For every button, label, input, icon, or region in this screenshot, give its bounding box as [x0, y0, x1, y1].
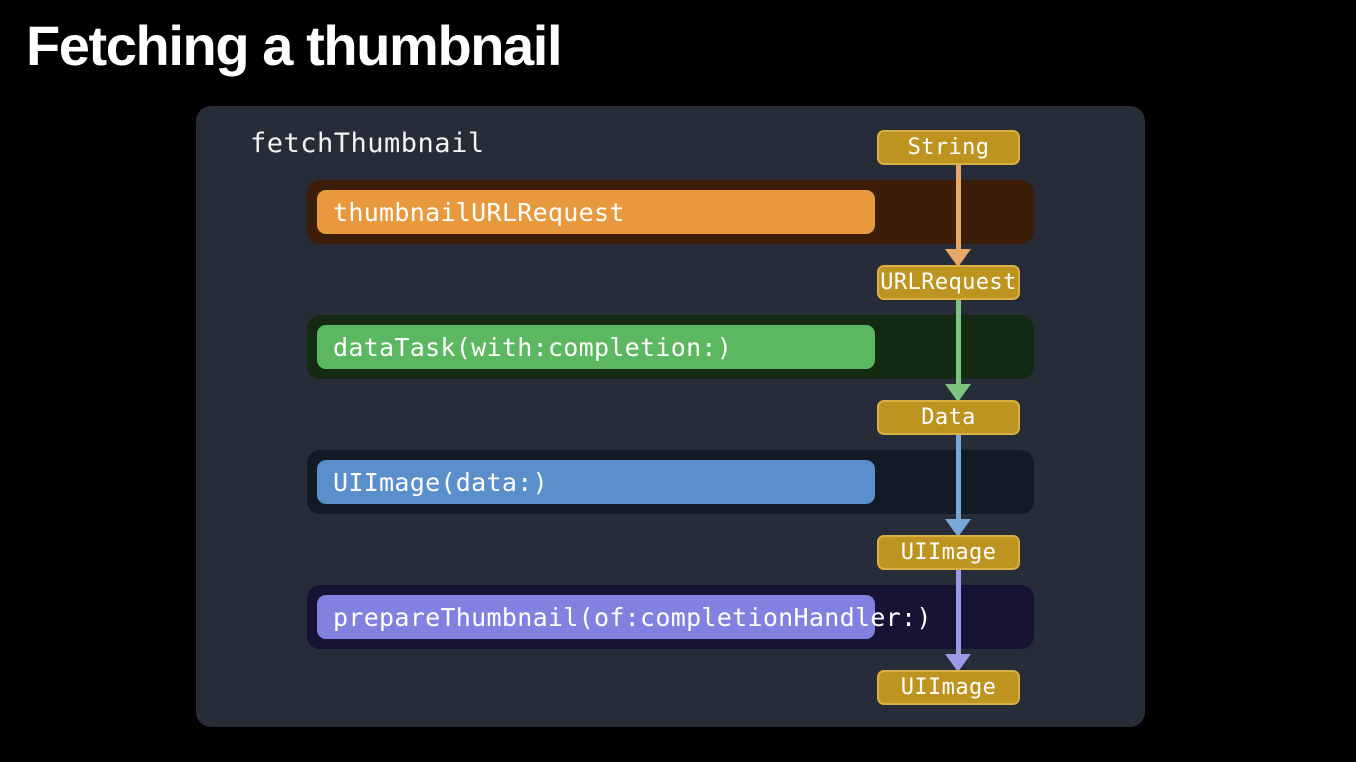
call-row-track-2: UIImage(data:) [307, 450, 1034, 514]
type-chip-uiimage-final[interactable]: UIImage [877, 670, 1020, 705]
call-row-track-0: thumbnailURLRequest [307, 180, 1034, 244]
arrow-stem [955, 569, 961, 655]
function-name-label: fetchThumbnail [250, 128, 485, 159]
flow-arrow-uiimage-to-uiimage [945, 569, 971, 672]
arrow-stem [955, 299, 961, 385]
flow-arrow-urlrequest-to-data [945, 299, 971, 402]
call-bar-label: dataTask(with:completion:) [333, 332, 733, 362]
call-row-track-1: dataTask(with:completion:) [307, 315, 1034, 379]
call-bar-label: thumbnailURLRequest [333, 197, 625, 227]
call-bar-uiimage-data[interactable]: UIImage(data:) [317, 460, 875, 504]
page-title: Fetching a thumbnail [26, 14, 563, 77]
diagram-panel: fetchThumbnail thumbnailURLRequest dataT… [196, 106, 1145, 727]
call-bar-thumbnailurlrequest[interactable]: thumbnailURLRequest [317, 190, 875, 234]
call-bar-label: UIImage(data:) [333, 467, 548, 497]
type-chip-label: Data [921, 405, 976, 430]
call-bar-label: prepareThumbnail(of:completionHandler:) [333, 602, 932, 632]
type-chip-urlrequest[interactable]: URLRequest [877, 265, 1020, 300]
arrow-head-icon [945, 654, 971, 672]
arrow-head-icon [945, 519, 971, 537]
arrow-stem [955, 164, 961, 250]
flow-arrow-data-to-uiimage [945, 434, 971, 537]
type-chip-label: URLRequest [880, 270, 1017, 295]
call-bar-preparethumbnail[interactable]: prepareThumbnail(of:completionHandler:) [317, 595, 931, 639]
type-chip-label: UIImage [900, 540, 997, 565]
arrow-head-icon [945, 384, 971, 402]
call-bar-datatask[interactable]: dataTask(with:completion:) [317, 325, 875, 369]
arrow-stem [955, 434, 961, 520]
type-chip-label: UIImage [900, 675, 997, 700]
type-chip-label: String [907, 135, 990, 160]
flow-arrow-string-to-urlrequest [945, 164, 971, 267]
call-row-track-3: prepareThumbnail(of:completionHandler:) [307, 585, 1034, 649]
type-chip-uiimage[interactable]: UIImage [877, 535, 1020, 570]
arrow-head-icon [945, 249, 971, 267]
type-chip-data[interactable]: Data [877, 400, 1020, 435]
type-chip-string[interactable]: String [877, 130, 1020, 165]
